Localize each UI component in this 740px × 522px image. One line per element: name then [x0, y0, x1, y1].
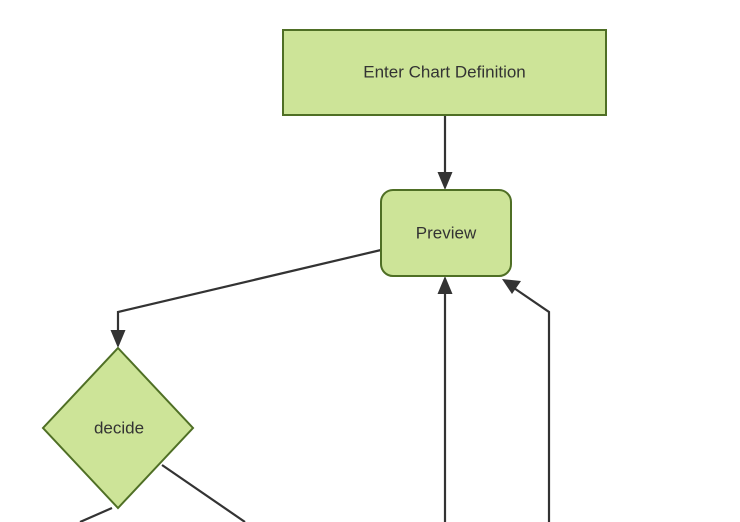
edge-bottom-center-to-preview	[437, 276, 453, 522]
node-label-enter-chart-definition: Enter Chart Definition	[363, 62, 526, 81]
node-shape-diamond[interactable]	[41, 346, 195, 510]
edge-bottom-right-to-preview	[502, 279, 551, 522]
edge-line	[161, 464, 246, 522]
edge-line	[116, 248, 382, 338]
arrow-head-icon	[437, 172, 453, 190]
node-label-preview: Preview	[416, 223, 477, 242]
arrow-head-icon	[437, 276, 453, 294]
node-label-decide: decide	[94, 418, 144, 437]
edge-line	[79, 506, 113, 522]
arrow-head-icon	[110, 330, 126, 348]
edge-decide-bottom-out	[79, 506, 113, 522]
node-shape-rectangle[interactable]	[282, 29, 607, 116]
node-decide[interactable]: decide	[41, 346, 195, 510]
arrow-head-icon	[502, 279, 521, 294]
edge-line	[510, 285, 551, 522]
edge-preview-to-decide	[110, 248, 382, 348]
edge-enter-to-preview	[437, 115, 453, 190]
node-enter-chart-definition[interactable]: Enter Chart Definition	[282, 29, 607, 116]
edge-decide-right-out	[161, 464, 246, 522]
node-shape-rounded-rectangle[interactable]	[380, 189, 512, 277]
node-preview[interactable]: Preview	[380, 189, 512, 277]
